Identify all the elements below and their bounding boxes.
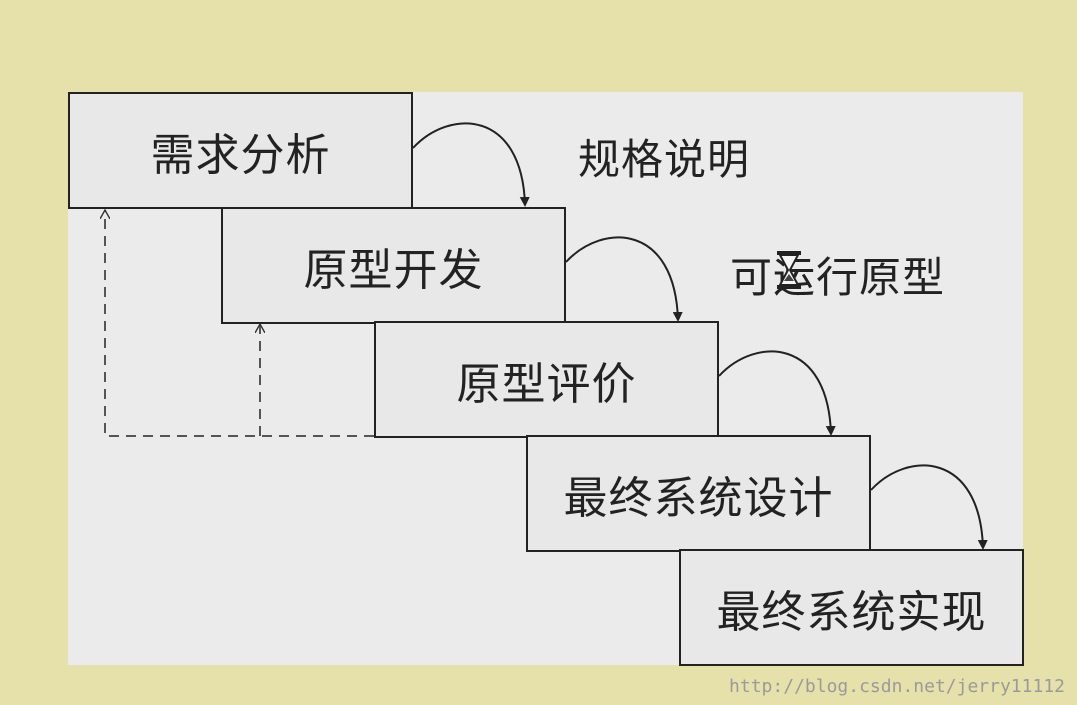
flow-arrow-3 xyxy=(718,350,836,436)
step-final-system-implementation: 最终系统实现 xyxy=(679,549,1024,666)
feedback-dashed-line-to-analysis xyxy=(105,210,374,437)
watermark-url: http://blog.csdn.net/jerry11112 xyxy=(729,676,1065,697)
step-label: 最终系统设计 xyxy=(563,472,834,524)
hourglass-icon xyxy=(777,251,801,289)
step-label: 原型开发 xyxy=(303,244,484,296)
step-requirements-analysis: 需求分析 xyxy=(68,92,413,209)
step-label: 需求分析 xyxy=(150,129,331,181)
step-prototype-development: 原型开发 xyxy=(221,207,566,324)
step-label: 最终系统实现 xyxy=(716,586,987,638)
flow-arrow-1 xyxy=(412,122,530,207)
step-prototype-evaluation: 原型评价 xyxy=(374,321,719,438)
flow-arrow-4 xyxy=(870,464,988,550)
step-label: 原型评价 xyxy=(456,358,637,410)
flow-arrow-2 xyxy=(565,236,683,322)
annotation-specification: 规格说明 xyxy=(578,135,751,184)
annotation-runnable-prototype: 可运行原型 xyxy=(730,253,946,302)
